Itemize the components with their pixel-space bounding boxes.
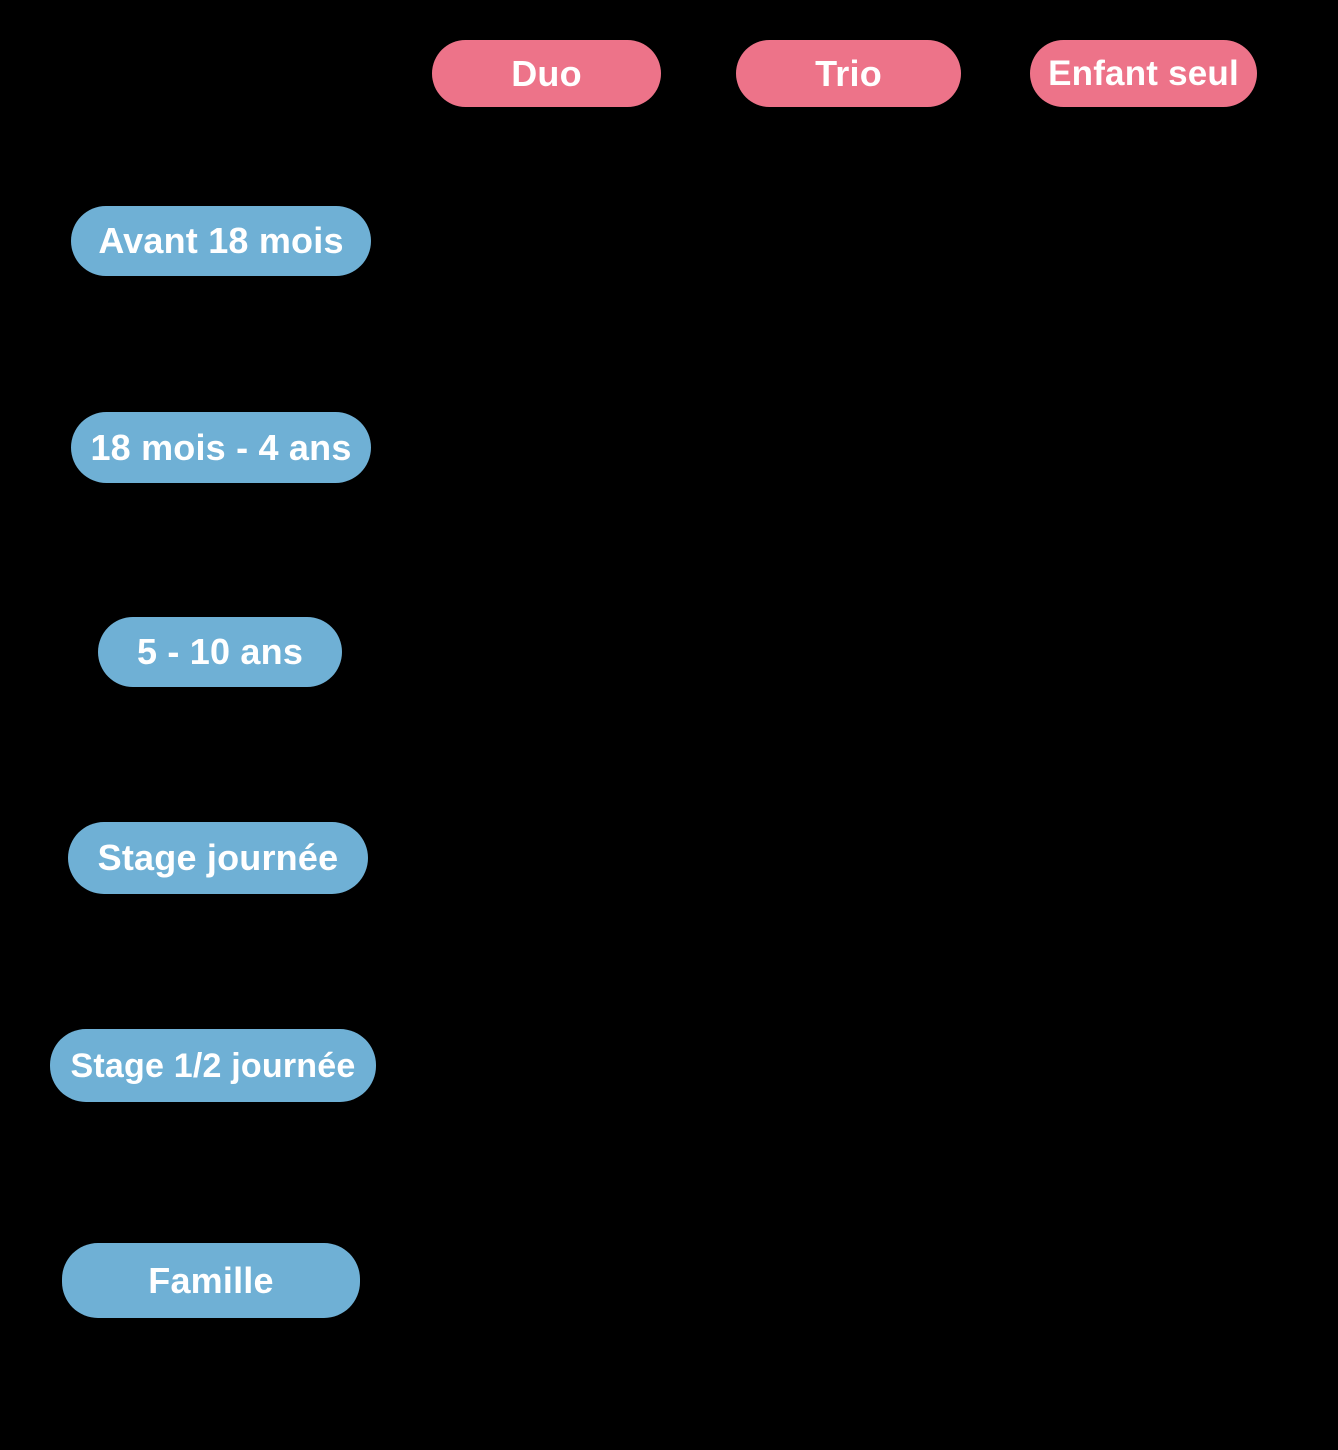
- column-header-enfant-seul: Enfant seul: [1030, 40, 1257, 107]
- row-label-famille: Famille: [62, 1243, 360, 1318]
- row-label-stage-journee: Stage journée: [68, 822, 368, 894]
- row-label-avant-18-mois: Avant 18 mois: [71, 206, 371, 276]
- column-header-trio: Trio: [736, 40, 961, 107]
- row-label-5-10-ans: 5 - 10 ans: [98, 617, 342, 687]
- row-label-stage-demi-journee: Stage 1/2 journée: [50, 1029, 376, 1102]
- column-header-duo: Duo: [432, 40, 661, 107]
- row-label-18-mois-4-ans: 18 mois - 4 ans: [71, 412, 371, 483]
